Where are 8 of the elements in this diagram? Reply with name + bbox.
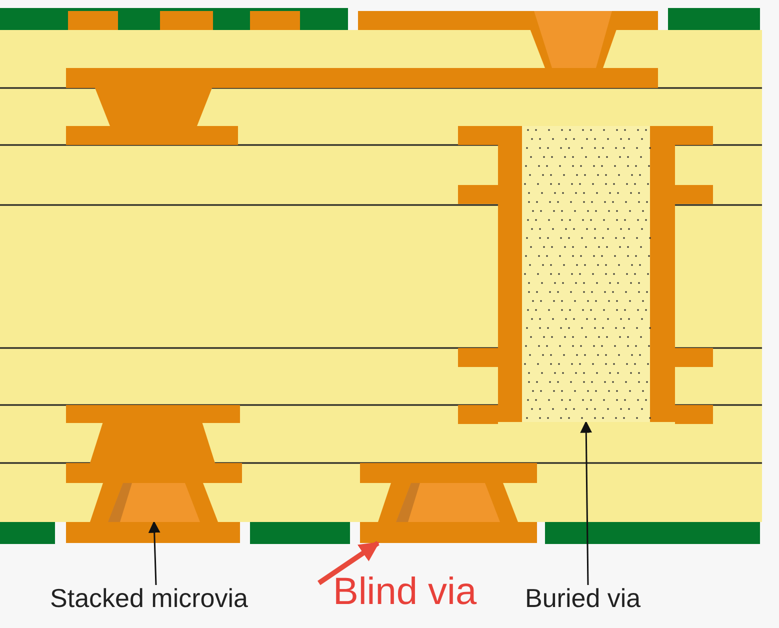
via-cone xyxy=(90,483,218,522)
via-label: Buried via xyxy=(525,583,641,613)
arrow xyxy=(580,420,592,585)
via-label: Stacked microvia xyxy=(50,583,248,613)
via-label: Blind via xyxy=(333,571,477,613)
arrow xyxy=(318,540,380,586)
buried-via-fill xyxy=(522,126,650,422)
arrow xyxy=(148,520,160,586)
